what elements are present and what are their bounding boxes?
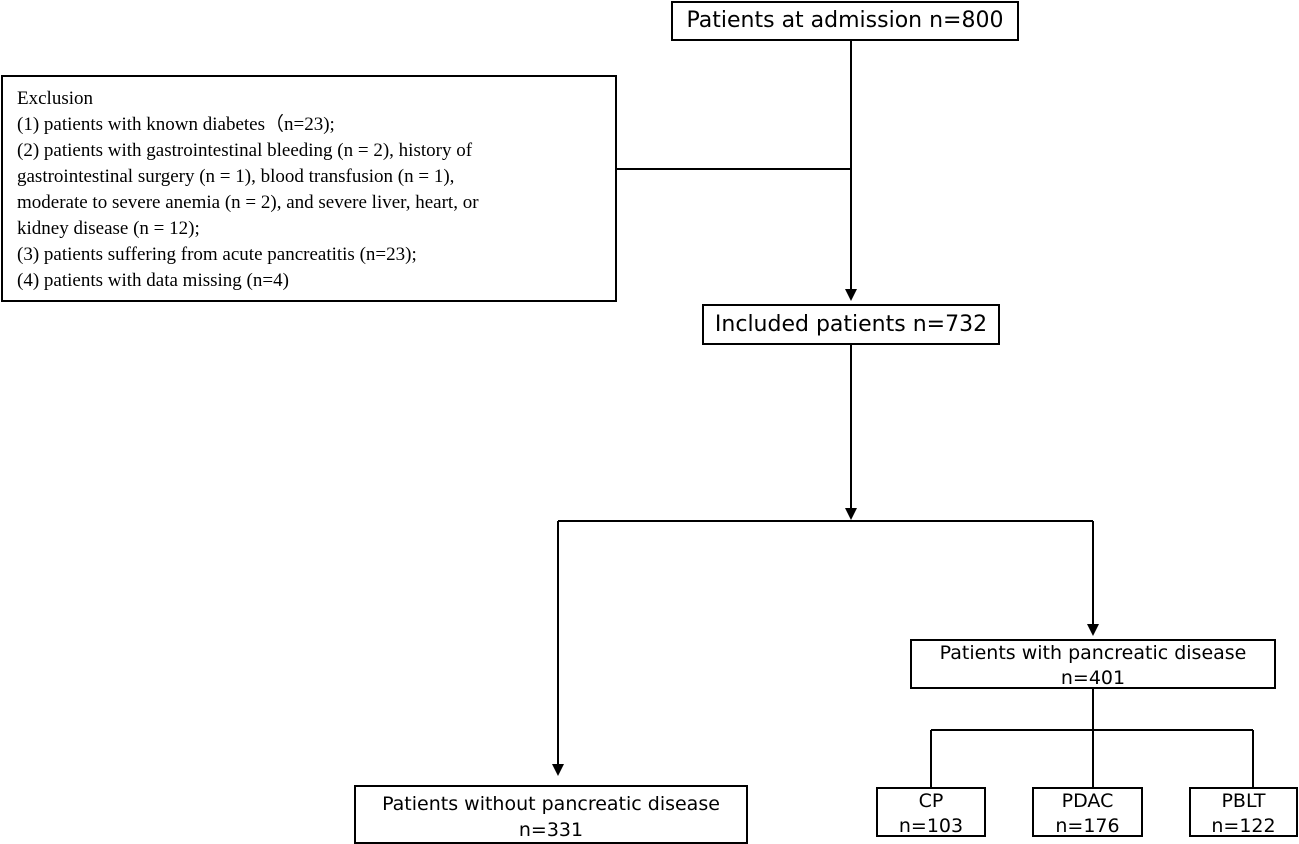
pblt-count: n=122 [1211, 815, 1276, 837]
cp-count: n=103 [898, 815, 964, 837]
arrowhead-included [845, 289, 857, 301]
admission-box: Patients at admission n=800 [671, 1, 1019, 41]
non-pancreatic-count: n=331 [518, 819, 584, 841]
non-pancreatic-disease-box: Patients without pancreatic disease n=33… [354, 785, 748, 844]
admission-label: Patients at admission n=800 [686, 8, 1004, 33]
pdac-box: PDAC n=176 [1032, 787, 1143, 837]
pdac-count: n=176 [1055, 815, 1120, 837]
pdac-label: PDAC [1061, 790, 1114, 812]
included-label: Included patients n=732 [714, 312, 988, 337]
included-box: Included patients n=732 [702, 304, 1000, 345]
exclusion-line: (4) patients with data missing (n=4) [17, 270, 289, 291]
exclusion-line: (2) patients with gastrointestinal bleed… [17, 140, 473, 161]
exclusion-line: (1) patients with known diabetes（n=23); [17, 114, 335, 135]
cp-label: CP [918, 790, 944, 812]
arrowhead-pancreatic [1087, 624, 1099, 636]
pblt-label: PBLT [1221, 790, 1266, 812]
non-pancreatic-label: Patients without pancreatic disease [382, 793, 720, 815]
arrowhead-split [845, 508, 857, 520]
exclusion-line: kidney disease (n = 12); [17, 218, 200, 239]
pancreatic-disease-box: Patients with pancreatic disease n=401 [910, 639, 1276, 689]
exclusion-line: (3) patients suffering from acute pancre… [17, 244, 417, 265]
pancreatic-label: Patients with pancreatic disease [939, 642, 1247, 664]
exclusion-title: Exclusion [17, 88, 93, 109]
pancreatic-count: n=401 [1060, 667, 1126, 689]
pblt-box: PBLT n=122 [1189, 787, 1298, 837]
exclusion-box: Exclusion (1) patients with known diabet… [1, 75, 617, 302]
exclusion-line: moderate to severe anemia (n = 2), and s… [17, 192, 479, 213]
cp-box: CP n=103 [876, 787, 986, 837]
exclusion-line: gastrointestinal surgery (n = 1), blood … [17, 166, 455, 187]
arrowhead-non-pancreatic [552, 764, 564, 776]
